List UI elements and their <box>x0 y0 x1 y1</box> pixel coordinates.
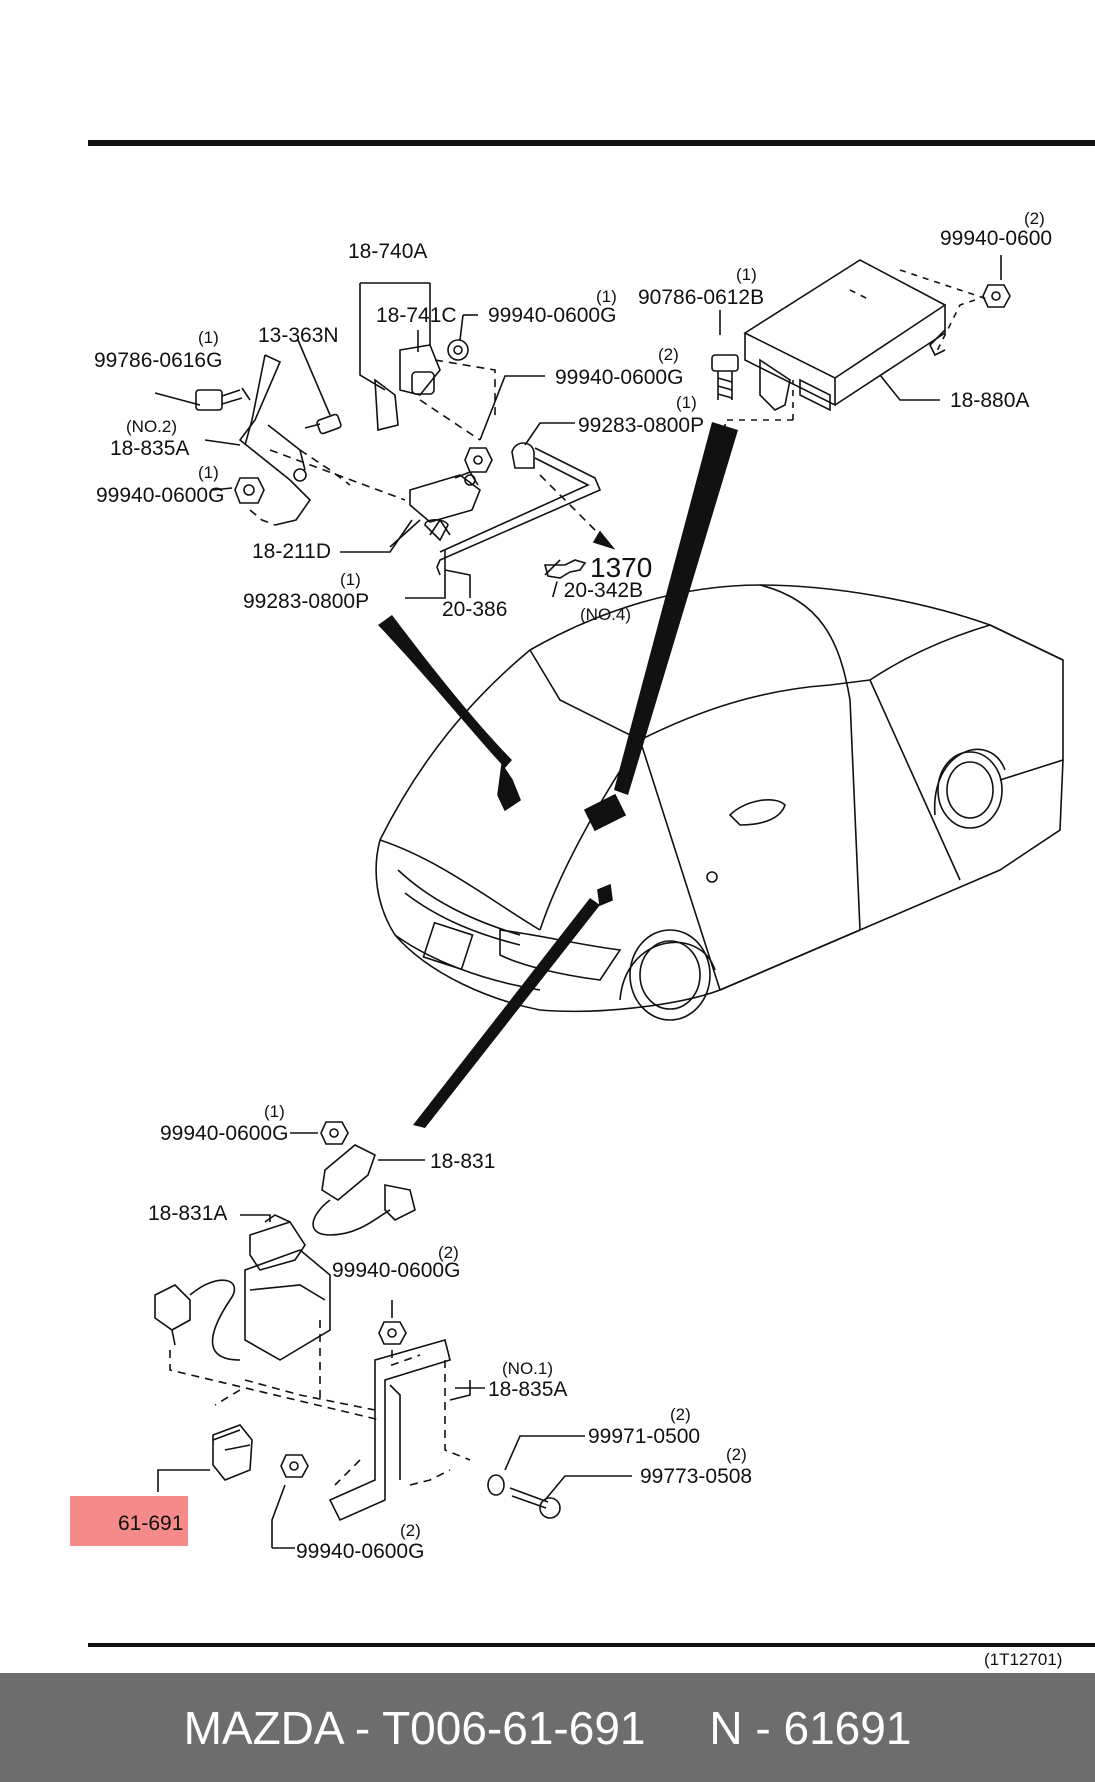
bolt-99786 <box>195 389 223 411</box>
nut-a <box>447 339 469 361</box>
nut-b <box>464 447 493 473</box>
label-no1: (NO.1) <box>502 1359 553 1378</box>
nut-c <box>234 477 265 504</box>
label-99773-0508: 99773-0508 <box>640 1465 752 1488</box>
top-rule <box>88 140 1095 146</box>
qty-label: (2) <box>670 1405 691 1424</box>
label-99940-0600G-f: 99940-0600G <box>296 1540 424 1563</box>
label-99940-0600G-c: 99940-0600G <box>96 484 224 507</box>
label-1370: 1370 <box>590 552 652 583</box>
highlight-box <box>70 1496 188 1546</box>
label-13-363N: 13-363N <box>258 324 339 347</box>
qty-label: (1) <box>736 265 757 284</box>
label-18-831A: 18-831A <box>148 1202 227 1225</box>
qty-label: (1) <box>340 570 361 589</box>
pointer-hand-icon <box>543 559 587 579</box>
pointer-arrow-bottom <box>413 898 600 1128</box>
valve-18-211d <box>409 474 481 523</box>
label-99940-0600G-e: 99940-0600G <box>332 1259 460 1282</box>
qty-label: (1) <box>198 328 219 347</box>
bottom-rule <box>88 1643 1095 1647</box>
label-18-740A: 18-740A <box>348 240 427 263</box>
diagram-ref-code: (1T12701) <box>984 1650 1062 1669</box>
car-illustration <box>375 559 1064 1021</box>
vapor-control-cluster <box>154 282 616 599</box>
label-no2: (NO.2) <box>126 417 177 436</box>
qty-label: (2) <box>658 345 679 364</box>
label-no4: (NO.4) <box>580 605 631 624</box>
car-license-plate <box>422 921 474 971</box>
qty-label: (2) <box>438 1243 459 1262</box>
label-20-386: 20-386 <box>442 598 507 621</box>
label-99283-0800P-b: 99283-0800P <box>243 590 369 613</box>
qty-label: (2) <box>400 1521 421 1540</box>
washer <box>487 1474 505 1496</box>
label-18-835A-top: 18-835A <box>110 437 189 460</box>
label-18-211D: 18-211D <box>252 540 331 563</box>
footer-ref-label: N - 61691 <box>709 1701 912 1754</box>
qty-label: (1) <box>198 463 219 482</box>
label-99940-0600G-d: 99940-0600G <box>160 1122 288 1145</box>
hose-20-386 <box>436 447 602 576</box>
qty-label: (1) <box>596 287 617 306</box>
footer-part-label: MAZDA - T006-61-691 <box>183 1701 646 1754</box>
relay-61-691 <box>212 1424 253 1481</box>
label-18-831: 18-831 <box>430 1150 495 1173</box>
qty-label: (2) <box>726 1445 747 1464</box>
qty-label: (1) <box>676 393 697 412</box>
sensor-18-831 <box>321 1144 376 1201</box>
car-marker-pcm <box>583 793 627 832</box>
qty-label: (1) <box>264 1102 285 1121</box>
nut-f <box>280 1454 309 1478</box>
car-marker-sensor <box>597 883 613 907</box>
module-18-831a <box>244 1249 331 1361</box>
sensor-13-363n <box>316 413 342 435</box>
pointer-arrow-center <box>614 422 738 795</box>
label-18-880A: 18-880A <box>950 389 1029 412</box>
label-99786-0616G: 99786-0616G <box>94 349 222 372</box>
nut-e <box>378 1321 407 1345</box>
bolt-90786 <box>711 354 739 372</box>
pcm-module <box>711 255 1011 460</box>
footer-bar: MAZDA - T006-61-691 N - 61691 <box>0 1673 1095 1782</box>
car-marker-vapor <box>497 762 521 812</box>
rear-wheel <box>937 751 1003 829</box>
bracket-18-835a <box>328 1339 451 1522</box>
nut-top <box>982 284 1011 308</box>
label-18-835A-bottom: 18-835A <box>488 1378 567 1401</box>
screw <box>509 1487 549 1509</box>
nut-d <box>320 1121 349 1145</box>
label-90786-0612B: 90786-0612B <box>638 286 764 309</box>
lower-cluster <box>154 1121 632 1549</box>
label-99971-0500: 99971-0500 <box>588 1425 700 1448</box>
label-20-342B: / 20-342B <box>552 579 643 602</box>
qty-label: (2) <box>1024 209 1045 228</box>
footer-gap <box>646 1701 710 1755</box>
label-99283-0800P-a: 99283-0800P <box>578 414 704 437</box>
label-99940-0600-top: 99940-0600 <box>940 227 1052 250</box>
front-wheel <box>629 929 711 1021</box>
label-99940-0600G-b: 99940-0600G <box>555 366 683 389</box>
label-61-691: 61-691 <box>118 1512 183 1535</box>
clamp-a <box>511 442 535 469</box>
part-labels: 18-740A 18-741C (1) 99940-0600G 13-363N … <box>94 209 1062 1669</box>
pointer-arrow-left <box>378 615 512 768</box>
label-18-741C: 18-741C <box>376 304 457 327</box>
label-99940-0600G-a: 99940-0600G <box>488 304 616 327</box>
